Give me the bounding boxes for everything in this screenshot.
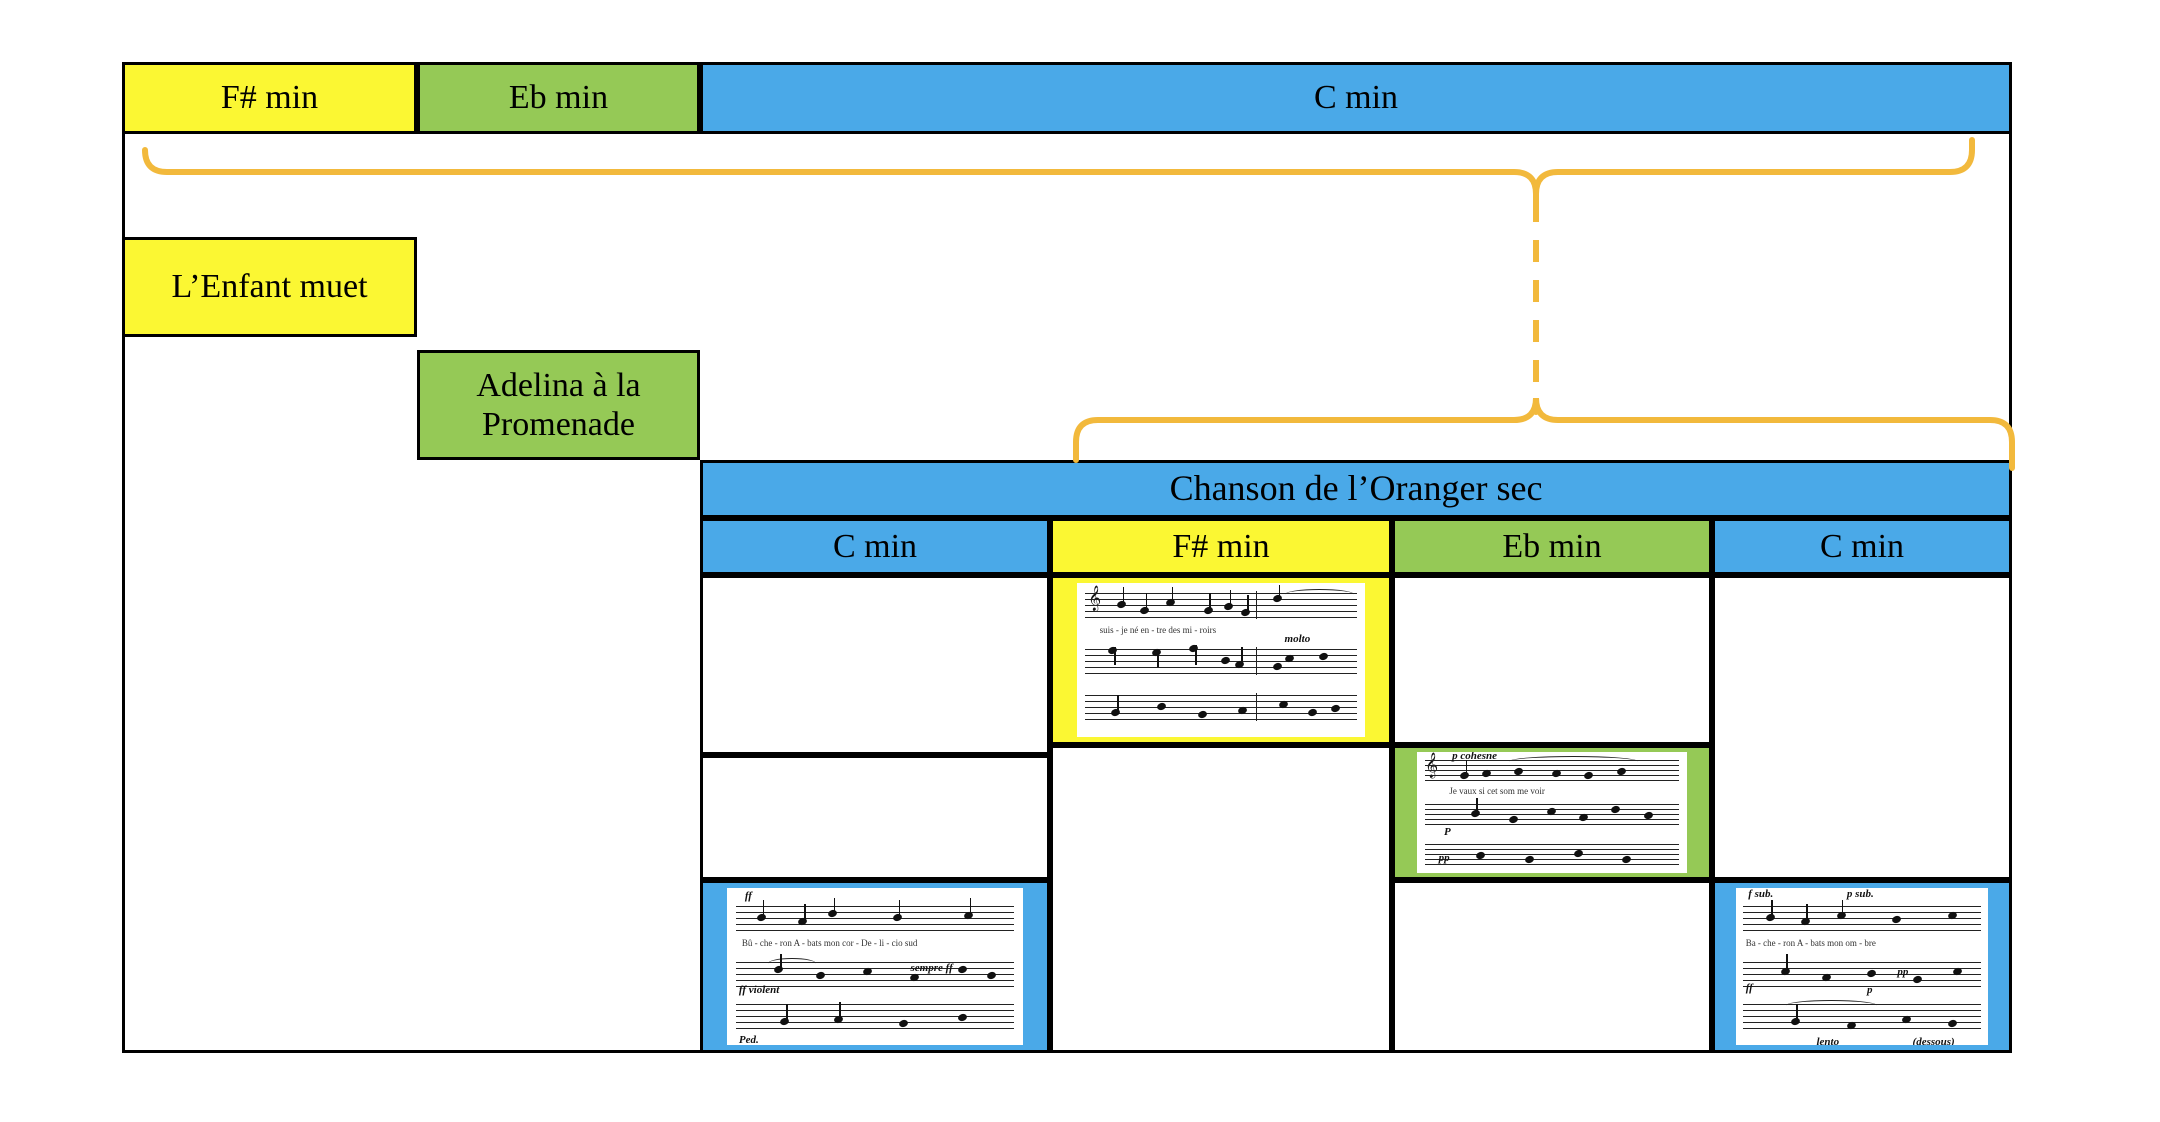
score-mark: Ped. <box>738 1034 759 1045</box>
score-mark: pp <box>1897 966 1909 979</box>
score-mark: p sub. <box>1846 888 1874 901</box>
section-key-cell-fsharp-min: F# min <box>1050 518 1392 575</box>
score-excerpt-eb-min: 𝄞 p cohesne Je vaux si cet som me voir P <box>1392 745 1712 880</box>
score-lyric: Je vaux si cet som me voir <box>1449 785 1545 796</box>
key-label: C min <box>832 527 918 565</box>
score-lyric: Bû - che - ron A - bats mon cor - De - l… <box>741 938 918 949</box>
score-mark: pp <box>1438 851 1450 864</box>
score-mark: ff <box>1745 982 1753 995</box>
score-lyric: Ba - che - ron A - bats mon om - bre <box>1745 938 1876 949</box>
grid-cell-eb-row3 <box>1392 880 1712 1053</box>
key-label: F# min <box>1172 527 1270 565</box>
score-mark: f sub. <box>1748 888 1774 901</box>
key-label: Eb min <box>508 79 609 117</box>
score-excerpt-c-min-first: ff Bû - che - ron A - bats mon cor - De … <box>700 880 1050 1053</box>
score-mark: ff <box>744 890 752 903</box>
score-sheet: 𝄞 suis - je né en - tre des mi - roirs m… <box>1076 582 1366 738</box>
score-mark: ff violent <box>738 984 780 997</box>
score-mark: p cohesne <box>1452 751 1497 762</box>
score-sheet: f sub. p sub. Ba - che - ron A - bats mo… <box>1735 888 1989 1045</box>
score-sheet: ff Bû - che - ron A - bats mon cor - De … <box>727 888 1023 1045</box>
movement-label: L’Enfant muet <box>171 268 368 306</box>
key-cell-c-min-top: C min <box>700 62 2012 134</box>
movement-label: Adelina à la Promenade <box>476 366 641 443</box>
movement-adelina-a-la-promenade: Adelina à la Promenade <box>417 350 700 460</box>
key-label: Eb min <box>1502 527 1602 565</box>
score-lyric: suis - je né en - tre des mi - roirs <box>1099 624 1217 635</box>
grid-cell-c2-row1 <box>1712 575 2012 880</box>
section-key-cell-c-min-2: C min <box>1712 518 2012 575</box>
score-excerpt-c-min-last: f sub. p sub. Ba - che - ron A - bats mo… <box>1712 880 2012 1053</box>
score-mark: lento <box>1816 1036 1840 1045</box>
grid-cell-eb-row1 <box>1392 575 1712 745</box>
score-mark: P <box>1443 825 1451 838</box>
section-label: Chanson de l’Oranger sec <box>1169 468 1543 509</box>
grid-cell-fs-row2 <box>1050 745 1392 1053</box>
treble-clef-icon: 𝄞 <box>1088 584 1102 610</box>
section-key-cell-c-min-1: C min <box>700 518 1050 575</box>
key-label: C min <box>1313 79 1399 117</box>
key-label: C min <box>1819 527 1905 565</box>
section-chanson-de-loranger-sec: Chanson de l’Oranger sec <box>700 460 2012 518</box>
score-mark: sempre ff <box>910 962 953 975</box>
score-mark: p <box>1867 984 1873 997</box>
score-sheet: 𝄞 p cohesne Je vaux si cet som me voir P <box>1416 751 1688 874</box>
section-key-cell-eb-min: Eb min <box>1392 518 1712 575</box>
score-mark: molto <box>1284 632 1311 645</box>
key-label: F# min <box>220 79 319 117</box>
score-mark: (dessous) <box>1912 1036 1955 1045</box>
key-cell-eb-min-top: Eb min <box>417 62 700 134</box>
movement-lenfant-muet: L’Enfant muet <box>122 237 417 337</box>
key-cell-fsharp-min-top: F# min <box>122 62 417 134</box>
score-excerpt-fsharp-min: 𝄞 suis - je né en - tre des mi - roirs m… <box>1050 575 1392 745</box>
grid-cell-c1-row1 <box>700 575 1050 755</box>
grid-cell-c1-row2 <box>700 755 1050 880</box>
